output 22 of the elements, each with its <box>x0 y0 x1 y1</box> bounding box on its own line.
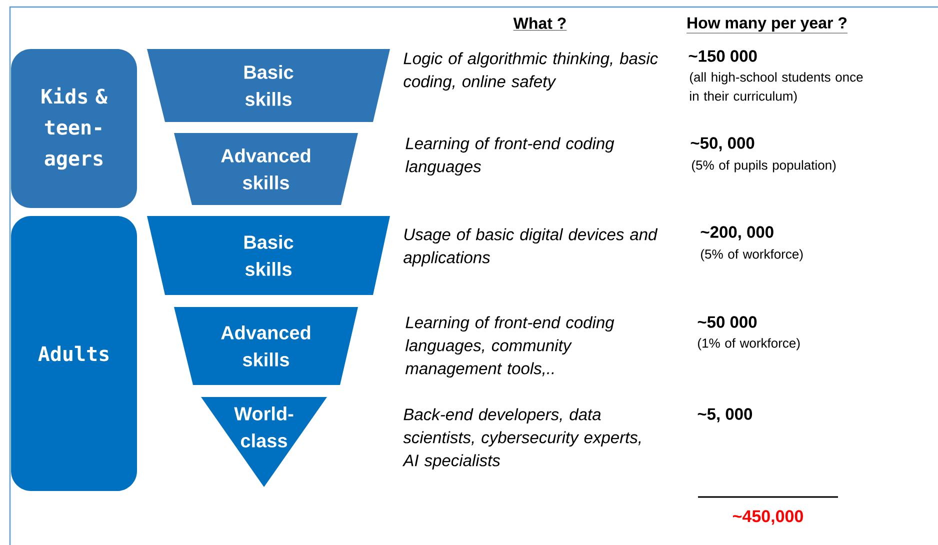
count-note: (5% of workforce) <box>701 249 803 262</box>
column-header: How many per year ? <box>686 17 848 34</box>
funnel-segment: Basic skills <box>147 216 390 295</box>
count-note: (all high-school students once in their curriculum) <box>690 72 863 104</box>
funnel-segment: Advanced skills <box>174 307 358 385</box>
group-box: Kids & teen- agers <box>11 49 137 208</box>
description: Back-end developers, data scientists, cybersecurity experts, AI specialists <box>402 408 641 470</box>
funnel-segment: Advanced skills <box>174 132 358 205</box>
column-header: What ? <box>513 17 567 31</box>
count-note: (1% of workforce) <box>698 338 800 350</box>
count-value: ~50 000 <box>698 316 757 328</box>
count-value: ~150 000 <box>688 50 757 62</box>
total-value: ~450,000 <box>732 510 803 525</box>
group-box: Adults <box>11 216 137 491</box>
count-value: ~200, 000 <box>700 226 774 240</box>
funnel-segment: Basic skills <box>147 49 390 122</box>
count-note: (5% of pupils population) <box>692 160 836 172</box>
count-value: ~50, 000 <box>690 137 754 152</box>
funnel-tip: World- class <box>201 396 327 487</box>
description: Learning of front-end coding languages, community management tools,.. <box>405 316 614 378</box>
description: Learning of front-end coding languages <box>405 137 614 176</box>
count-value: ~5, 000 <box>698 408 752 422</box>
